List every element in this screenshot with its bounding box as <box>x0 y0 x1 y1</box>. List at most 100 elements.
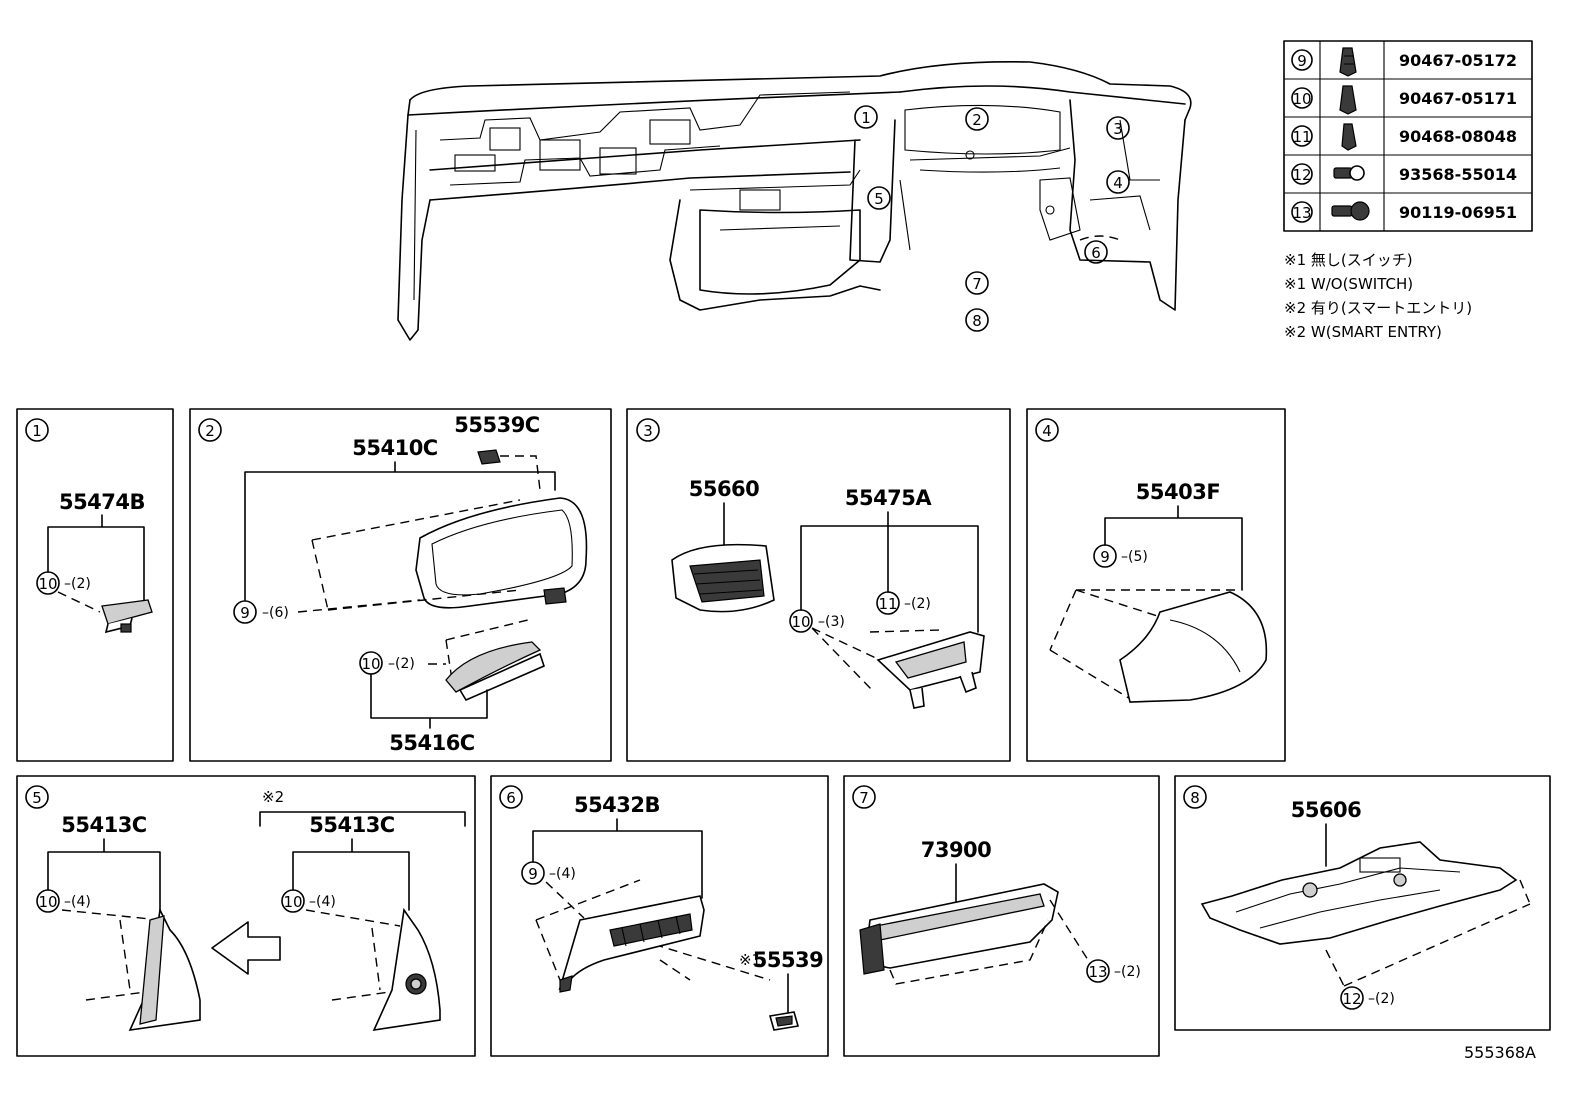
fastener-table: 9 90467-05172 10 90467-05171 11 90468-08… <box>1283 40 1533 232</box>
callout-label: 2 <box>972 111 982 129</box>
callout-label: 8 <box>972 312 982 330</box>
bolt-icon <box>1331 201 1370 221</box>
row-ref: 9 <box>1297 52 1307 70</box>
dashboard-assembly-drawing <box>397 60 1192 341</box>
callout-label: 1 <box>861 109 871 127</box>
row-ref: 10 <box>1292 90 1311 108</box>
panel-5: 5 ※2 55413C 10 –(4) 55413C 10 –(4) <box>16 775 476 1057</box>
panel-3: 3 55660 55475A 11 –(2) 10 –(3) <box>626 408 1011 762</box>
callout-2: 2 <box>965 107 989 131</box>
arrow-icon <box>211 921 281 975</box>
qty-label: –(4) <box>64 894 91 910</box>
panel-number: 1 <box>32 422 42 440</box>
clip-icon <box>1339 85 1357 115</box>
qty-label: –(3) <box>818 614 845 630</box>
part-number: 55474B <box>59 490 145 514</box>
panel-number: 2 <box>205 422 215 440</box>
row-ref: 11 <box>1292 128 1311 146</box>
note-line: ※2 有り(スマートエントリ) <box>1284 299 1472 317</box>
part-number: 55606 <box>1291 798 1362 822</box>
callout-label: 9 <box>528 865 538 883</box>
note-marker: ※2 <box>262 788 284 806</box>
panel-7: 7 73900 13 –(2) <box>843 775 1160 1057</box>
note-line: ※2 W(SMART ENTRY) <box>1284 323 1442 341</box>
callout-label: 4 <box>1113 174 1123 192</box>
table-row: 9 90467-05172 <box>1291 47 1517 77</box>
qty-label: –(2) <box>1368 991 1395 1007</box>
qty-label: –(2) <box>388 656 415 672</box>
callout-label: 3 <box>1113 120 1123 138</box>
cover-55403F <box>1119 591 1268 703</box>
qty-label: –(4) <box>309 894 336 910</box>
notes: ※1 無し(スイッチ) ※1 W/O(SWITCH) ※2 有り(スマートエント… <box>1284 251 1472 341</box>
note-line: ※1 無し(スイッチ) <box>1284 251 1413 269</box>
panel-number: 6 <box>506 789 516 807</box>
callout-label: 11 <box>878 595 897 613</box>
gauge-hood-55410C <box>415 497 588 609</box>
qty-label: –(4) <box>549 866 576 882</box>
callout-1: 1 <box>854 105 878 129</box>
panel-number: 3 <box>643 422 653 440</box>
row-part-number: 90119-06951 <box>1399 203 1517 222</box>
panel-number: 7 <box>859 789 869 807</box>
part-number: 73900 <box>921 838 992 862</box>
vent-bezel-55475A <box>876 631 985 709</box>
part-number: 55475A <box>845 486 933 510</box>
kick-panel-55413C <box>128 907 201 1031</box>
reinforcement-55606 <box>1200 841 1518 945</box>
callout-label: 12 <box>1342 990 1361 1008</box>
callout-label: 10 <box>791 613 810 631</box>
row-ref: 12 <box>1292 166 1311 184</box>
callout-4: 4 <box>1106 170 1130 194</box>
qty-label: –(6) <box>262 605 289 621</box>
note-marker: ※1 <box>739 951 761 969</box>
panel-number: 4 <box>1042 422 1052 440</box>
lower-panel-55432B <box>558 895 705 993</box>
callout-label: 10 <box>38 575 57 593</box>
callout-label: 9 <box>1100 548 1110 566</box>
part-number: 55410C <box>352 436 438 460</box>
callout-label: 9 <box>240 604 250 622</box>
callout-label: 7 <box>972 275 982 293</box>
qty-label: –(2) <box>1114 964 1141 980</box>
part-number: 55416C <box>389 731 475 755</box>
panel-2: 2 55410C 55539C 9 –(6) 10 –(2) 55416C <box>189 408 612 762</box>
part-number: 55413C <box>61 813 147 837</box>
part-number: 55403F <box>1136 480 1220 504</box>
row-part-number: 90468-08048 <box>1399 127 1517 146</box>
panel-4: 4 55403F 9 –(5) <box>1026 408 1286 762</box>
callout-label: 13 <box>1088 963 1107 981</box>
callout-7: 7 <box>965 271 989 295</box>
part-number: 55539C <box>454 413 540 437</box>
callout-5: 5 <box>867 186 891 210</box>
clip-icon <box>1339 47 1357 77</box>
part-number: 55432B <box>574 793 660 817</box>
row-part-number: 90467-05172 <box>1399 51 1517 70</box>
panel-6: 6 55432B 9 –(4) ※1 55539 <box>490 775 829 1057</box>
panel-number: 8 <box>1190 789 1200 807</box>
part-number: 55539 <box>753 948 824 972</box>
switch-55539 <box>768 1011 800 1031</box>
row-ref: 13 <box>1292 204 1311 222</box>
row-part-number: 93568-55014 <box>1399 165 1517 184</box>
part-number: 55413C <box>309 813 395 837</box>
callout-label: 5 <box>874 190 884 208</box>
clip-icon <box>1341 123 1357 151</box>
callout-label: 6 <box>1091 244 1101 262</box>
table-row: 11 90468-08048 <box>1291 123 1517 151</box>
note-line: ※1 W/O(SWITCH) <box>1284 275 1413 293</box>
qty-label: –(2) <box>904 596 931 612</box>
qty-label: –(2) <box>64 576 91 592</box>
panel-number: 5 <box>32 789 42 807</box>
panel-1: 1 55474B 10 –(2) <box>16 408 174 762</box>
diagram-code: 555368A <box>1464 1043 1536 1062</box>
callout-label: 10 <box>361 655 380 673</box>
table-row: 13 90119-06951 <box>1291 201 1517 223</box>
table-row: 12 93568-55014 <box>1291 163 1517 185</box>
callout-label: 10 <box>283 893 302 911</box>
table-row: 10 90467-05171 <box>1291 85 1517 115</box>
callout-label: 10 <box>38 893 57 911</box>
qty-label: –(5) <box>1121 549 1148 565</box>
panel-8: 8 55606 12 –(2) <box>1174 775 1551 1031</box>
